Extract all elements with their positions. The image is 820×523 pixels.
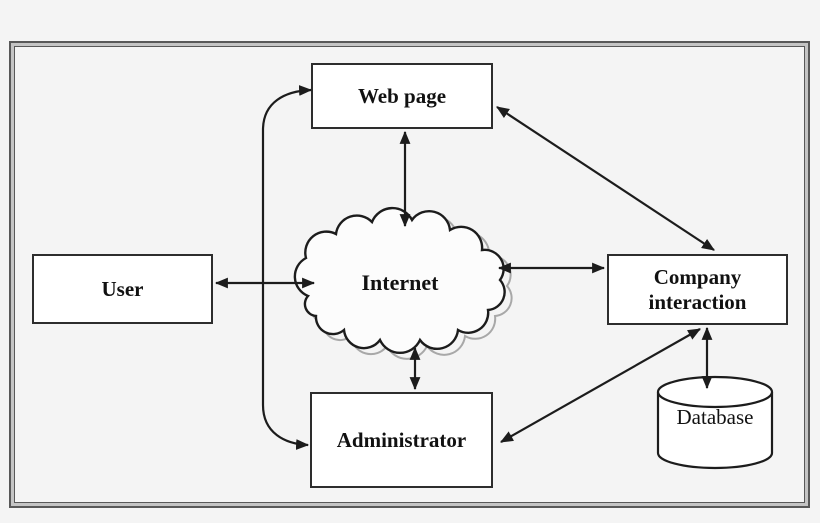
outer-double-frame <box>14 46 805 503</box>
web-page-label: Web page <box>357 83 447 108</box>
internet-label: Internet <box>361 270 439 295</box>
database-label: Database <box>676 405 754 429</box>
administrator-label: Administrator <box>336 427 467 452</box>
company-interaction-label: Company interaction <box>648 265 747 314</box>
node-user: User <box>32 254 213 324</box>
node-administrator: Administrator <box>310 392 493 488</box>
user-label: User <box>101 276 144 301</box>
node-web-page: Web page <box>311 63 493 129</box>
node-company-interaction: Company interaction <box>607 254 788 325</box>
